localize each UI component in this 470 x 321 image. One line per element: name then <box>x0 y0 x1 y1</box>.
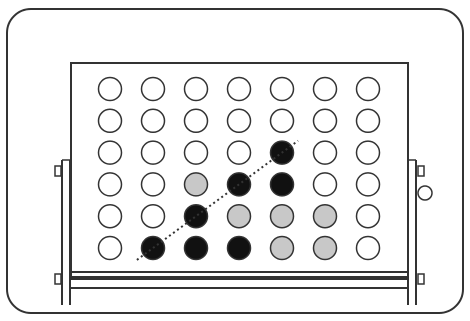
right-upper-clip <box>418 166 424 176</box>
left-stand <box>55 160 70 305</box>
empty-slot-r2-c1[interactable] <box>142 141 165 164</box>
black-disc-r5-c3[interactable] <box>228 237 251 260</box>
empty-slot-r1-c3[interactable] <box>228 109 251 132</box>
right-lower-clip <box>418 274 424 284</box>
empty-slot-r1-c0[interactable] <box>99 109 122 132</box>
empty-slot-r1-c1[interactable] <box>142 109 165 132</box>
empty-slot-r4-c0[interactable] <box>99 205 122 228</box>
right-stand <box>408 160 432 305</box>
black-disc-r4-c2[interactable] <box>185 205 208 228</box>
empty-slot-r4-c6[interactable] <box>357 205 380 228</box>
empty-slot-r0-c4[interactable] <box>271 78 294 101</box>
empty-slot-r2-c3[interactable] <box>228 141 251 164</box>
base-rails <box>70 272 408 288</box>
empty-slot-r5-c6[interactable] <box>357 237 380 260</box>
empty-slot-r3-c5[interactable] <box>314 173 337 196</box>
empty-slot-r3-c6[interactable] <box>357 173 380 196</box>
gray-disc-r4-c4[interactable] <box>271 205 294 228</box>
gray-disc-r4-c3[interactable] <box>228 205 251 228</box>
empty-slot-r2-c0[interactable] <box>99 141 122 164</box>
empty-slot-r0-c1[interactable] <box>142 78 165 101</box>
empty-slot-r5-c0[interactable] <box>99 237 122 260</box>
empty-slot-r1-c4[interactable] <box>271 109 294 132</box>
empty-slot-r2-c5[interactable] <box>314 141 337 164</box>
black-disc-r5-c2[interactable] <box>185 237 208 260</box>
empty-slot-r3-c0[interactable] <box>99 173 122 196</box>
gray-disc-r5-c4[interactable] <box>271 237 294 260</box>
empty-slot-r0-c2[interactable] <box>185 78 208 101</box>
empty-slot-r0-c3[interactable] <box>228 78 251 101</box>
gray-disc-r5-c5[interactable] <box>314 237 337 260</box>
left-lower-clip <box>55 274 61 284</box>
empty-slot-r1-c2[interactable] <box>185 109 208 132</box>
gray-disc-r3-c2[interactable] <box>185 173 208 196</box>
empty-slot-r0-c0[interactable] <box>99 78 122 101</box>
board-grid <box>99 78 380 260</box>
empty-slot-r0-c6[interactable] <box>357 78 380 101</box>
empty-slot-r2-c2[interactable] <box>185 141 208 164</box>
empty-slot-r3-c1[interactable] <box>142 173 165 196</box>
empty-slot-r0-c5[interactable] <box>314 78 337 101</box>
gray-disc-r4-c5[interactable] <box>314 205 337 228</box>
release-knob[interactable] <box>418 186 432 200</box>
empty-slot-r2-c6[interactable] <box>357 141 380 164</box>
empty-slot-r1-c5[interactable] <box>314 109 337 132</box>
black-disc-r3-c4[interactable] <box>271 173 294 196</box>
left-upper-clip <box>55 166 61 176</box>
empty-slot-r1-c6[interactable] <box>357 109 380 132</box>
empty-slot-r4-c1[interactable] <box>142 205 165 228</box>
